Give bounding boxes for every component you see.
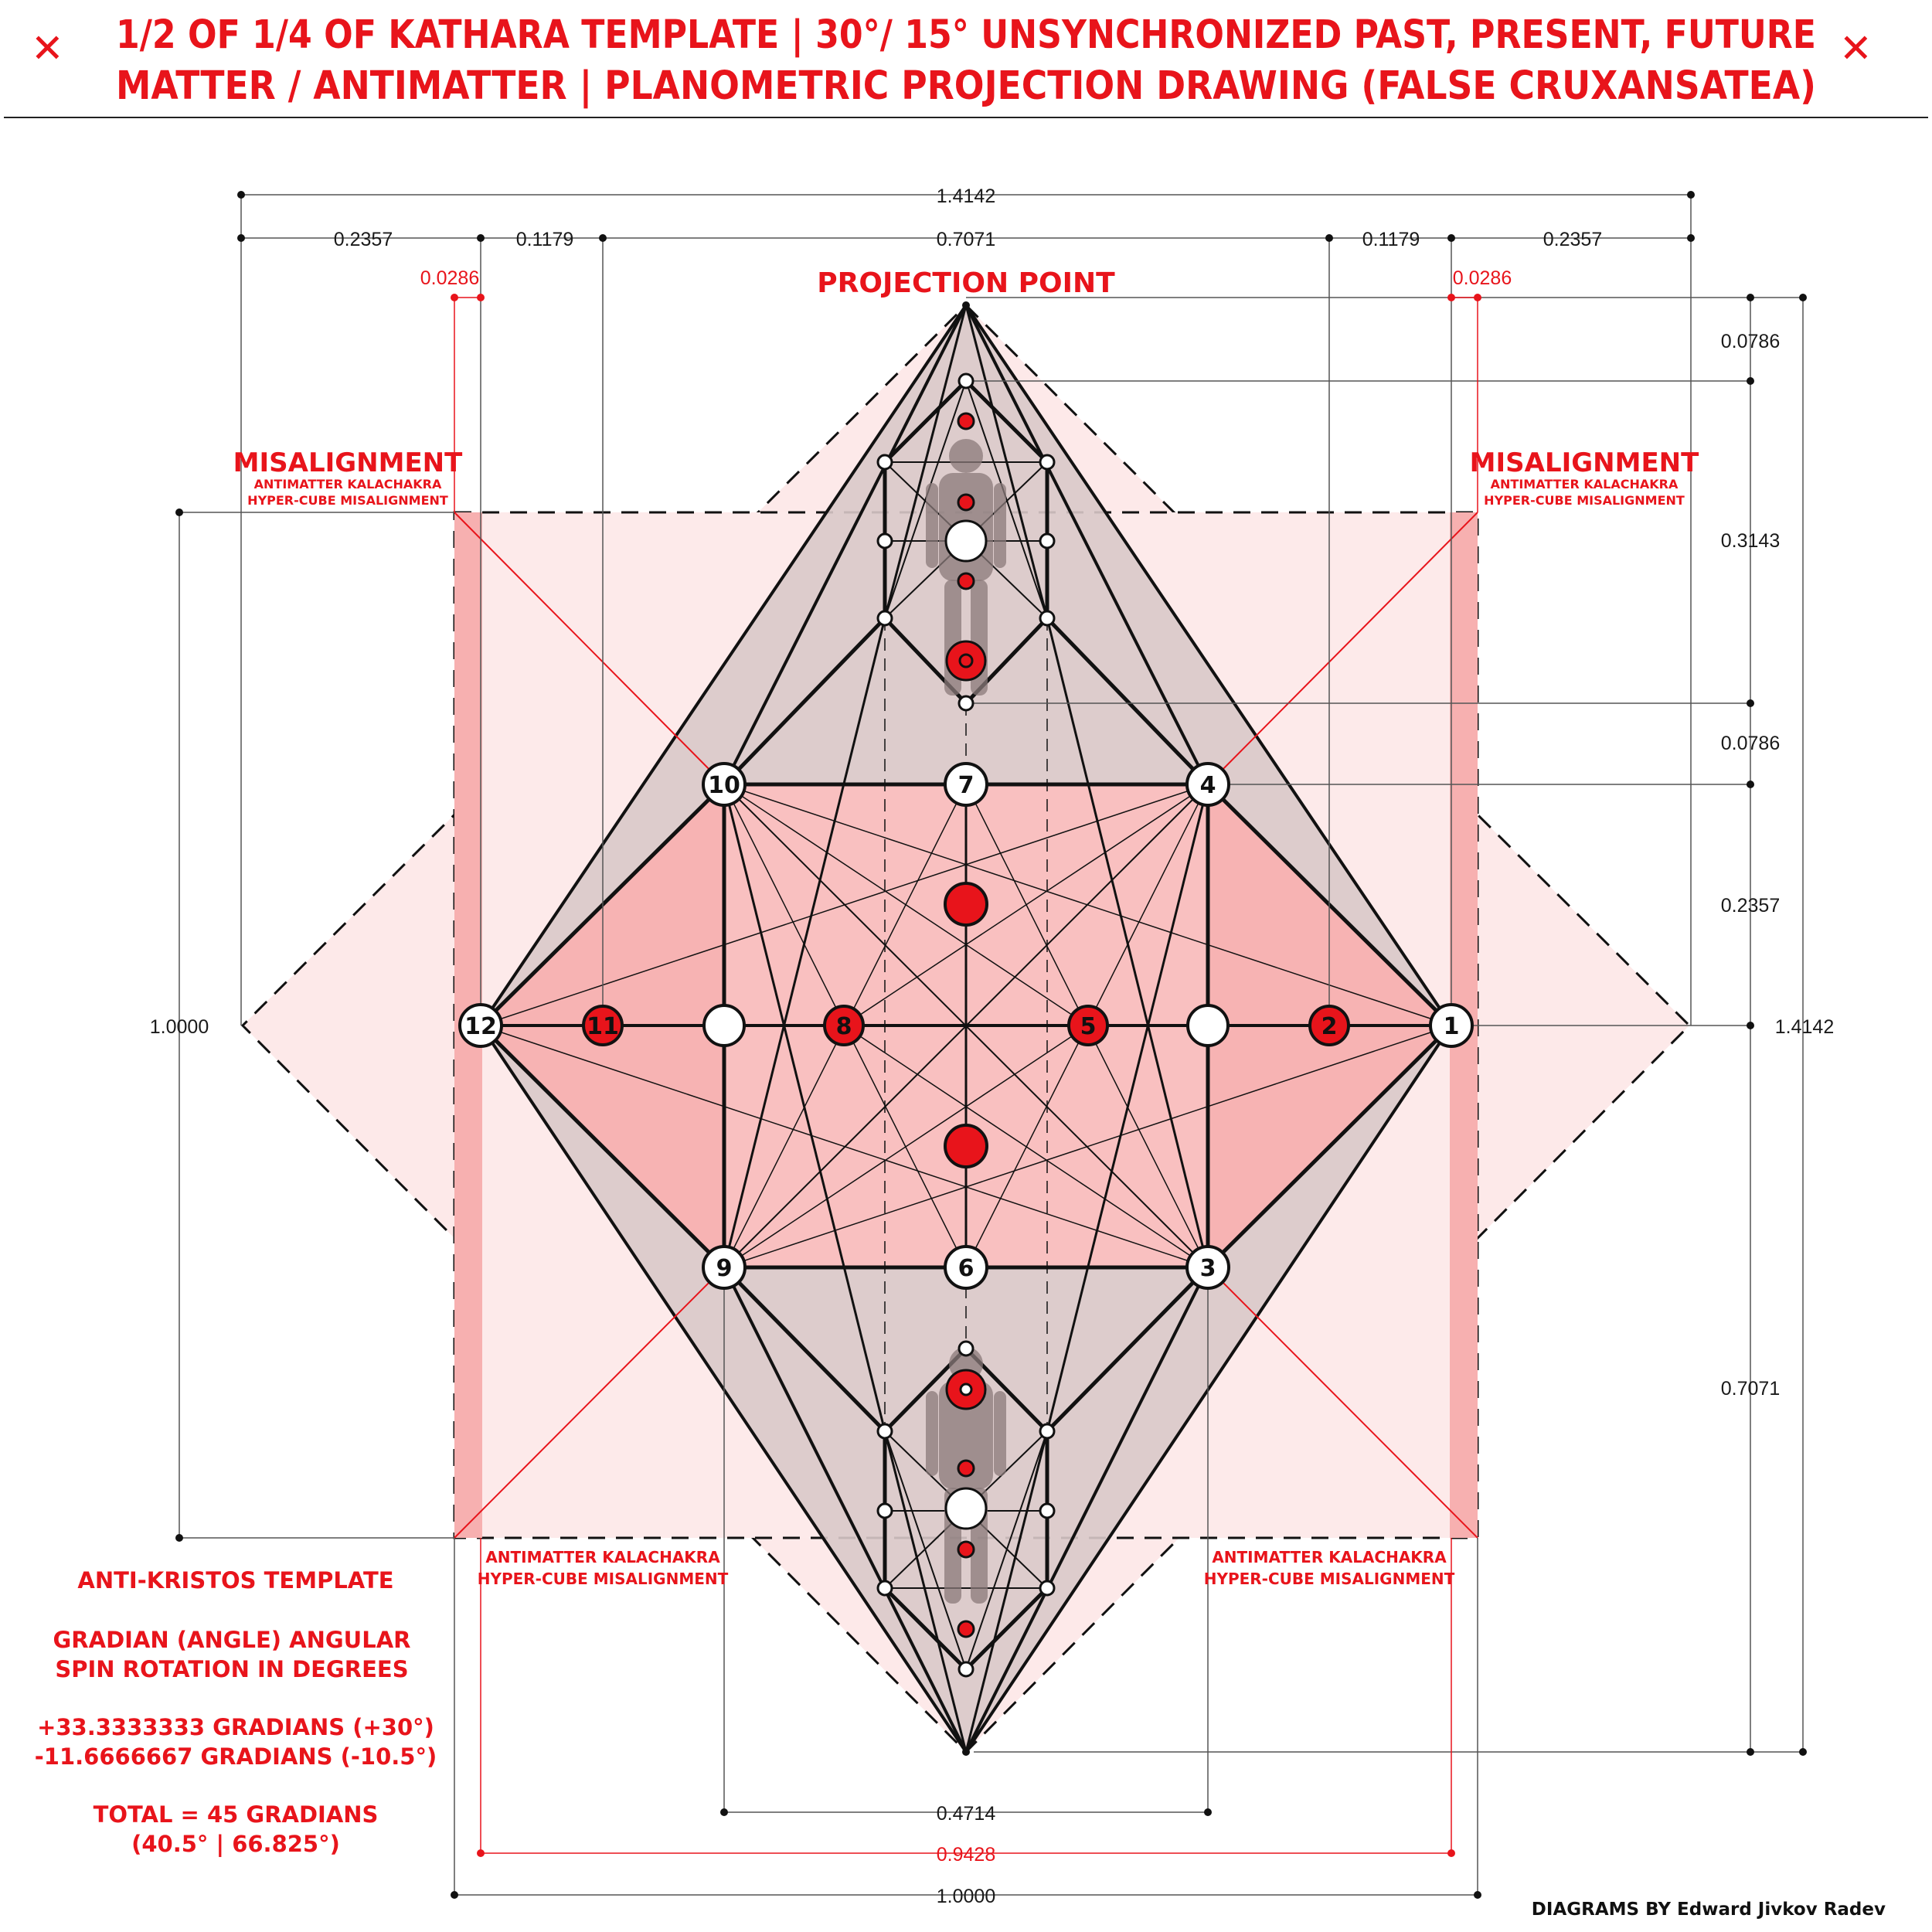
- dim-bottom-1: 0.4714: [937, 1803, 996, 1825]
- misalignment-left-sub1: ANTIMATTER KALACHAKRA: [254, 477, 442, 492]
- red-dimension-lines: [454, 297, 1478, 1854]
- bottom-left-sub1: ANTIMATTER KALACHAKRA: [485, 1548, 720, 1566]
- red-diagonals: [454, 512, 1478, 1539]
- misalignment-left-title: MISALIGNMENT: [233, 447, 463, 478]
- node-3: 3: [1185, 1245, 1230, 1290]
- dim-top-right-red: 0.0286: [1453, 267, 1512, 289]
- svg-text:10: 10: [708, 772, 740, 799]
- node-6: 6: [944, 1245, 988, 1290]
- annotations: PROJECTION POINT MISALIGNMENT ANTIMATTER…: [233, 267, 1699, 1588]
- node-9: 9: [702, 1245, 747, 1290]
- node-2: 2: [1308, 1005, 1350, 1046]
- dimension-labels: 1.4142 0.2357 0.1179 0.7071 0.1179 0.235…: [150, 185, 1834, 1907]
- svg-text:12: 12: [464, 1013, 497, 1040]
- misalignment-left-sub2: HYPER-CUBE MISALIGNMENT: [247, 493, 448, 508]
- node-10: 10: [702, 762, 747, 807]
- dim-bottom-2: 0.9428: [937, 1844, 995, 1866]
- bottom-left-sub2: HYPER-CUBE MISALIGNMENT: [478, 1570, 729, 1588]
- dim-right-5: 0.7071: [1721, 1378, 1780, 1400]
- node-1: 1: [1429, 1003, 1474, 1048]
- svg-text:5: 5: [1080, 1013, 1097, 1040]
- svg-text:6: 6: [958, 1255, 975, 1282]
- node-7: 7: [944, 762, 988, 807]
- bottom-right-sub1: ANTIMATTER KALACHAKRA: [1212, 1548, 1447, 1566]
- small-nodes: [876, 372, 1056, 1678]
- info-line-1: ANTI-KRISTOS TEMPLATE: [77, 1567, 393, 1594]
- dim-top-center: 0.7071: [937, 229, 995, 250]
- projection-point-dot: [962, 301, 970, 309]
- info-block: ANTI-KRISTOS TEMPLATE GRADIAN (ANGLE) AN…: [35, 1567, 437, 1857]
- dim-right-4: 0.2357: [1721, 895, 1780, 917]
- bottom-apex-dot: [962, 1748, 970, 1756]
- dim-right-total: 1.4142: [1775, 1016, 1834, 1038]
- svg-text:4: 4: [1200, 772, 1216, 799]
- misalignment-right-sub2: HYPER-CUBE MISALIGNMENT: [1484, 493, 1685, 508]
- info-line-6: TOTAL = 45 GRADIANS: [94, 1801, 379, 1828]
- node-12: 12: [458, 1003, 503, 1048]
- center-nodes: [702, 882, 1230, 1168]
- svg-text:8: 8: [836, 1013, 852, 1040]
- svg-text:9: 9: [716, 1255, 733, 1282]
- svg-text:3: 3: [1200, 1255, 1216, 1282]
- dim-top-left-inner: 0.1179: [516, 229, 574, 250]
- dim-left-total: 1.0000: [150, 1016, 209, 1038]
- dim-top-right-outer: 0.2357: [1543, 229, 1602, 250]
- red-dimension-ticks: [451, 294, 1481, 1857]
- dim-top-left-outer: 0.2357: [334, 229, 393, 250]
- bottom-right-sub2: HYPER-CUBE MISALIGNMENT: [1204, 1570, 1455, 1588]
- projection-point-label: PROJECTION POINT: [817, 267, 1115, 299]
- info-line-5: -11.6666667 GRADIANS (-10.5°): [35, 1743, 437, 1770]
- node-8: 8: [823, 1005, 865, 1046]
- dim-right-3: 0.0786: [1721, 733, 1780, 754]
- dim-top-total: 1.4142: [937, 185, 995, 207]
- x-mark-right-icon: ✕: [1839, 26, 1872, 72]
- credit-text: DIAGRAMS BY Edward Jivkov Radev: [1532, 1900, 1886, 1920]
- info-line-3: SPIN ROTATION IN DEGREES: [55, 1656, 408, 1682]
- numbered-nodes: 1 2 3 4 5 6 7 8 9 10 11 12: [458, 301, 1474, 1756]
- node-5: 5: [1067, 1005, 1109, 1046]
- info-line-7: (40.5° | 66.825°): [131, 1831, 340, 1857]
- misalignment-right-sub1: ANTIMATTER KALACHAKRA: [1491, 477, 1679, 492]
- dim-top-left-red: 0.0286: [420, 267, 479, 289]
- dimension-ticks: [175, 191, 1807, 1899]
- svg-text:2: 2: [1321, 1013, 1338, 1040]
- info-line-4: +33.3333333 GRADIANS (+30°): [37, 1714, 434, 1740]
- dim-bottom-3: 1.0000: [937, 1886, 995, 1907]
- dim-top-right-inner: 0.1179: [1362, 229, 1420, 250]
- svg-text:11: 11: [587, 1013, 619, 1040]
- dim-right-1: 0.0786: [1721, 331, 1780, 352]
- title-line-2: MATTER / ANTIMATTER | PLANOMETRIC PROJEC…: [116, 63, 1816, 109]
- svg-text:1: 1: [1444, 1013, 1460, 1040]
- title-line-1: 1/2 OF 1/4 OF KATHARA TEMPLATE | 30°/ 15…: [116, 12, 1816, 58]
- header: ✕ ✕ 1/2 OF 1/4 OF KATHARA TEMPLATE | 30°…: [4, 12, 1928, 118]
- info-line-2: GRADIAN (ANGLE) ANGULAR: [53, 1627, 411, 1653]
- node-11: 11: [582, 1005, 624, 1046]
- svg-text:7: 7: [958, 772, 975, 799]
- x-mark-left-icon: ✕: [31, 26, 64, 72]
- misalignment-right-title: MISALIGNMENT: [1470, 447, 1699, 478]
- dim-right-2: 0.3143: [1721, 530, 1780, 552]
- node-4: 4: [1185, 762, 1230, 807]
